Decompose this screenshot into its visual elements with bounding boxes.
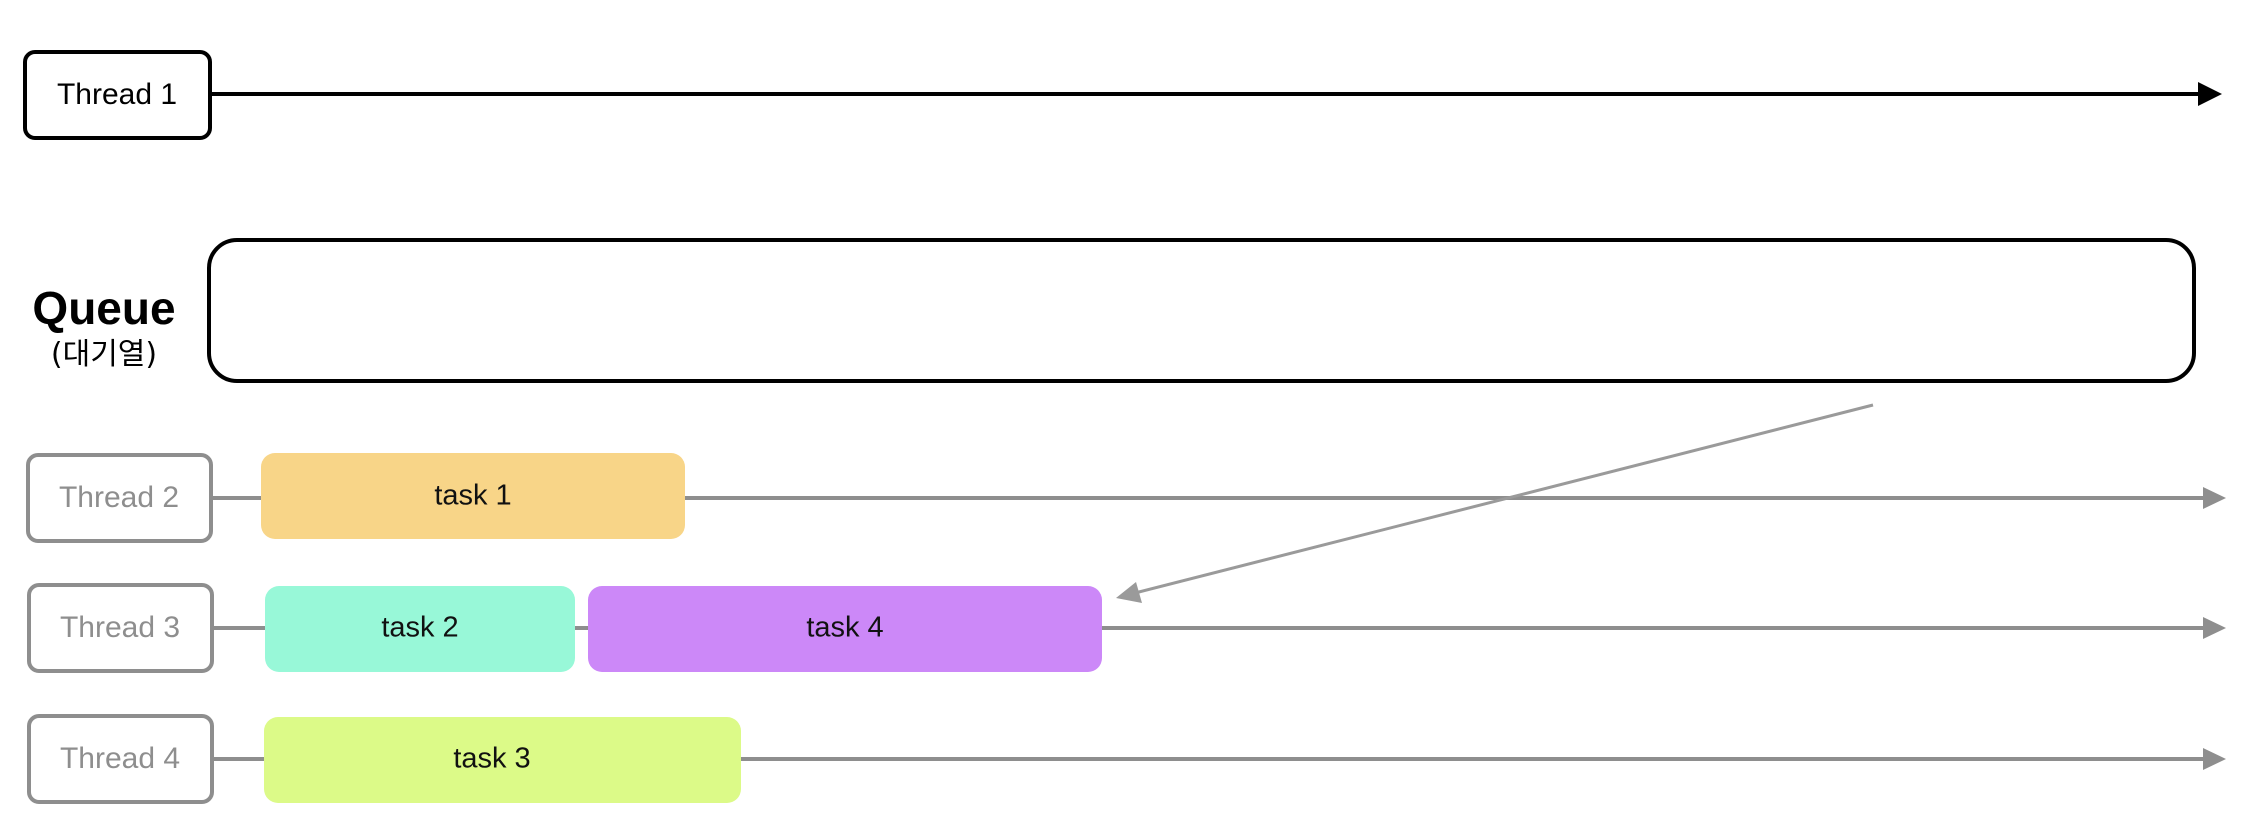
- queue-title: Queue: [32, 282, 175, 334]
- task-1-label: task 1: [434, 480, 511, 512]
- task-2-block: [265, 586, 575, 672]
- thread-2-label: Thread 2: [59, 481, 179, 514]
- task-4-label: task 4: [806, 612, 883, 644]
- thread-2-row: Thread 2 task 1: [26, 453, 2226, 543]
- thread-3-label: Thread 3: [60, 611, 180, 644]
- thread-1-row: Thread 1: [23, 50, 2222, 140]
- thread-3-row: Thread 3 task 2 task 4: [27, 583, 2226, 673]
- queue-box: [207, 238, 2196, 383]
- queue-subtitle: (대기열): [51, 337, 157, 372]
- thread-4-arrowhead: [2203, 748, 2226, 770]
- thread-1-label: Thread 1: [57, 78, 177, 111]
- dequeue-arrow: [1116, 403, 1874, 603]
- task-2-label: task 2: [381, 612, 458, 644]
- thread-4-label: Thread 4: [60, 742, 180, 775]
- thread-2-arrowhead: [2203, 487, 2226, 509]
- thread-1-arrowhead: [2198, 82, 2222, 106]
- task-3-label: task 3: [453, 743, 530, 775]
- task-1-block: [261, 453, 685, 539]
- queue-section: Queue (대기열): [32, 238, 2196, 383]
- dequeue-arrow-line: [1134, 403, 1874, 595]
- thread-4-row: Thread 4 task 3: [27, 714, 2226, 804]
- dequeue-arrowhead: [1116, 582, 1142, 603]
- task-4-block: [588, 586, 1102, 672]
- thread-3-arrowhead: [2203, 617, 2226, 639]
- task-3-block: [264, 717, 741, 803]
